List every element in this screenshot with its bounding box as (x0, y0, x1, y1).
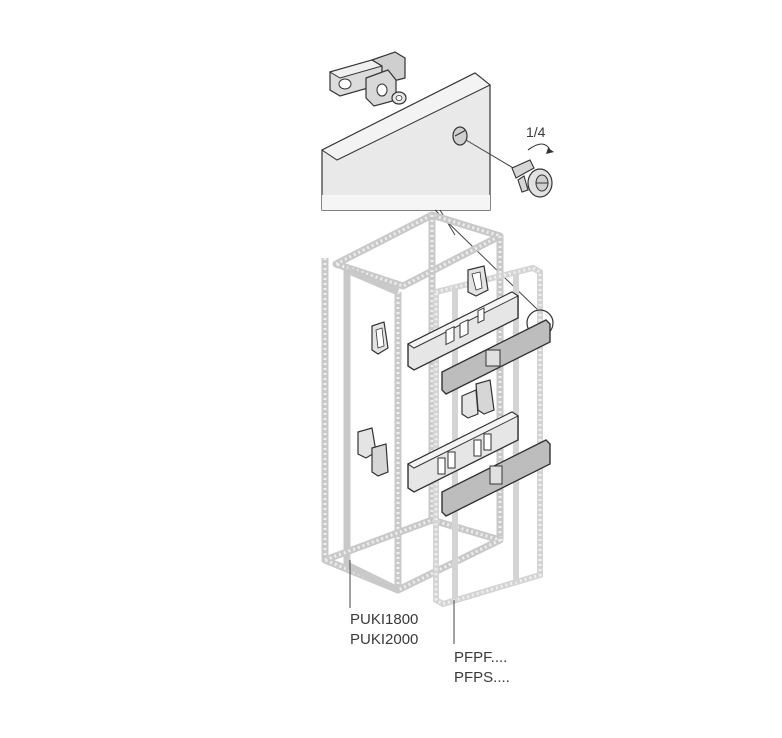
cabinet-frame (320, 211, 505, 594)
detail-inset: 1/4 (321, 51, 554, 211)
hinge-bracket-icon (328, 51, 406, 107)
washer-icon (391, 91, 407, 105)
lower-cover-plate (441, 439, 551, 517)
puki-label-1: PUKI1800 (350, 611, 418, 628)
puki-label-2: PUKI2000 (350, 631, 418, 648)
rotation-arrow-icon (527, 143, 551, 151)
pfpf-label: PFPF.... (454, 649, 507, 666)
upper-cover-plate (441, 319, 551, 395)
rotation-label: 1/4 (526, 124, 546, 140)
lower-mounting-plate (407, 411, 519, 493)
side-hinge-brackets (357, 265, 495, 477)
upper-mounting-plate (407, 291, 519, 371)
quarter-turn-screw-icon (511, 159, 553, 198)
pfps-label: PFPS.... (454, 669, 510, 686)
